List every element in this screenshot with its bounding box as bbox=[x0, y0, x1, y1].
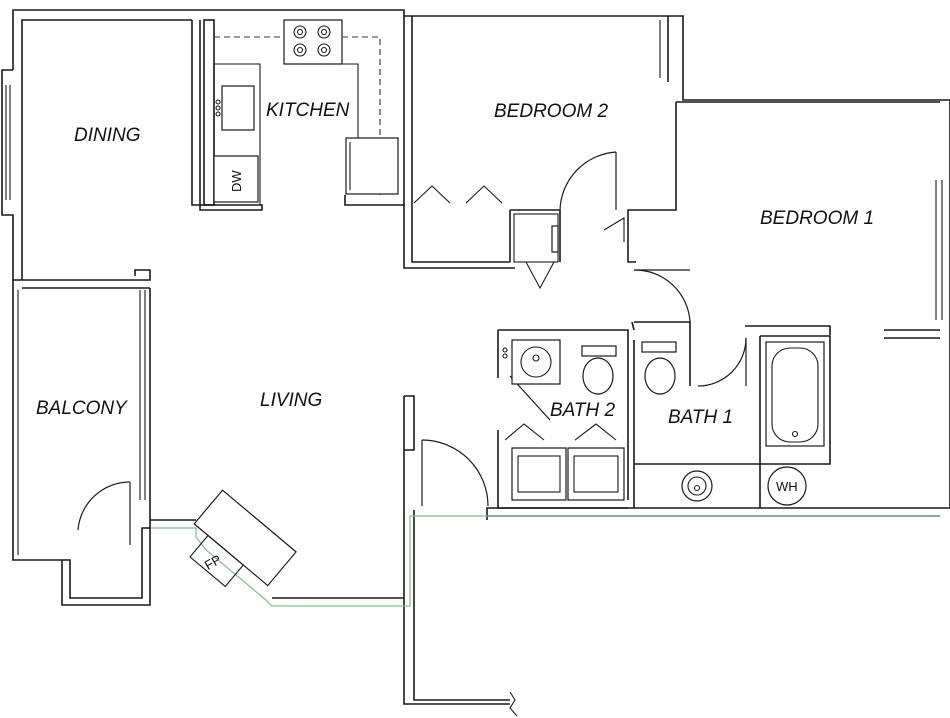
room-label-dining: DINING bbox=[74, 125, 141, 146]
washer bbox=[511, 447, 567, 501]
room-label-living: LIVING bbox=[260, 390, 322, 411]
kitchen-sink bbox=[221, 85, 255, 131]
room-label-bath2: BATH 2 bbox=[550, 400, 616, 421]
bath1-toilet bbox=[644, 357, 676, 395]
refrigerator bbox=[345, 137, 399, 195]
bath2-toilet bbox=[582, 357, 614, 395]
dryer bbox=[567, 447, 625, 501]
bathtub bbox=[765, 341, 825, 447]
room-label-balcony: BALCONY bbox=[36, 398, 128, 419]
door-swings bbox=[77, 151, 747, 545]
fireplace-label: FP bbox=[202, 552, 224, 573]
dishwasher bbox=[213, 155, 259, 203]
interior-walls bbox=[12, 16, 940, 606]
room-labels: DINING KITCHEN BEDROOM 2 BEDROOM 1 BALCO… bbox=[36, 100, 874, 428]
room-label-bath1: BATH 1 bbox=[668, 407, 733, 428]
stove bbox=[283, 19, 343, 65]
dishwasher-label: DW bbox=[229, 170, 244, 192]
kitchen-fixtures: DW bbox=[213, 19, 399, 205]
room-label-bedroom2: BEDROOM 2 bbox=[494, 101, 608, 122]
water-heater bbox=[767, 466, 807, 506]
room-label-kitchen: KITCHEN bbox=[266, 100, 350, 121]
closet-doors bbox=[413, 185, 625, 290]
fireplace: FP bbox=[189, 489, 297, 588]
bath1-fixtures: WH bbox=[641, 341, 825, 506]
water-heater-label: WH bbox=[776, 479, 798, 494]
room-label-bedroom1: BEDROOM 1 bbox=[760, 208, 874, 229]
bath2-fixtures bbox=[502, 339, 625, 501]
